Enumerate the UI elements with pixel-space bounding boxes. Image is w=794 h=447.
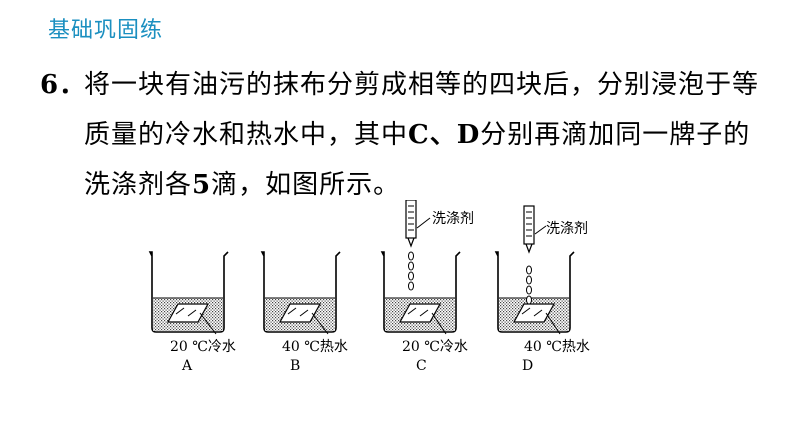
question-line-3: 洗涤剂各5滴，如图所示。 — [40, 160, 760, 210]
beaker-d — [494, 205, 575, 335]
beaker-c — [380, 199, 461, 335]
cloth-piece-a — [166, 303, 210, 323]
question-line-2-text-c: 分别再滴加同一牌子的 — [480, 120, 751, 150]
cloth-piece-d — [512, 303, 556, 323]
beaker-figure: 洗涤剂 洗涤剂 20 ℃冷水 40 ℃热水 20 ℃冷水 40 ℃热水 A B … — [140, 199, 640, 380]
question-number: 6． — [40, 70, 87, 100]
question-line-3-text-c: 滴，如图所示。 — [211, 170, 401, 200]
detergent-drops-d — [526, 265, 532, 305]
question-line-1: 6．将一块有油污的抹布分剪成相等的四块后，分别浸泡于等 — [40, 60, 760, 110]
beaker-letter-c: C — [416, 358, 427, 374]
beaker-letter-a: A — [182, 358, 193, 374]
question-line-3-text-b: 5 — [192, 170, 212, 200]
section-title: 基础巩固练 — [48, 18, 164, 43]
cloth-piece-b — [278, 303, 322, 323]
question-line-3-text-a: 洗涤剂各 — [84, 170, 193, 200]
question-line-1-text: 将一块有油污的抹布分剪成相等的四块后，分别浸泡于等 — [84, 70, 760, 100]
beaker-letter-b: B — [290, 358, 301, 374]
beaker-label-b: 40 ℃热水 — [282, 339, 348, 355]
beaker-label-d: 40 ℃热水 — [524, 339, 590, 355]
question-line-2-text-a: 质量的冷水和热水中，其中 — [84, 120, 409, 150]
beaker-illustration — [148, 199, 575, 335]
beaker-label-a: 20 ℃冷水 — [170, 339, 236, 355]
dropper-d — [523, 205, 547, 254]
question-text: 6．将一块有油污的抹布分剪成相等的四块后，分别浸泡于等 质量的冷水和热水中，其中… — [40, 60, 760, 210]
question-line-2-text-b: C、D — [408, 120, 481, 150]
beaker-a — [148, 251, 229, 335]
beaker-label-c: 20 ℃冷水 — [402, 339, 468, 355]
detergent-drops-c — [408, 251, 414, 291]
question-line-2: 质量的冷水和热水中，其中C、D分别再滴加同一牌子的 — [40, 110, 760, 160]
dropper-label-c: 洗涤剂 — [432, 211, 474, 227]
dropper-c — [405, 199, 431, 248]
beaker-b — [260, 251, 341, 335]
dropper-label-d: 洗涤剂 — [546, 221, 588, 237]
beaker-letter-d: D — [522, 358, 534, 374]
cloth-piece-c — [398, 303, 442, 323]
